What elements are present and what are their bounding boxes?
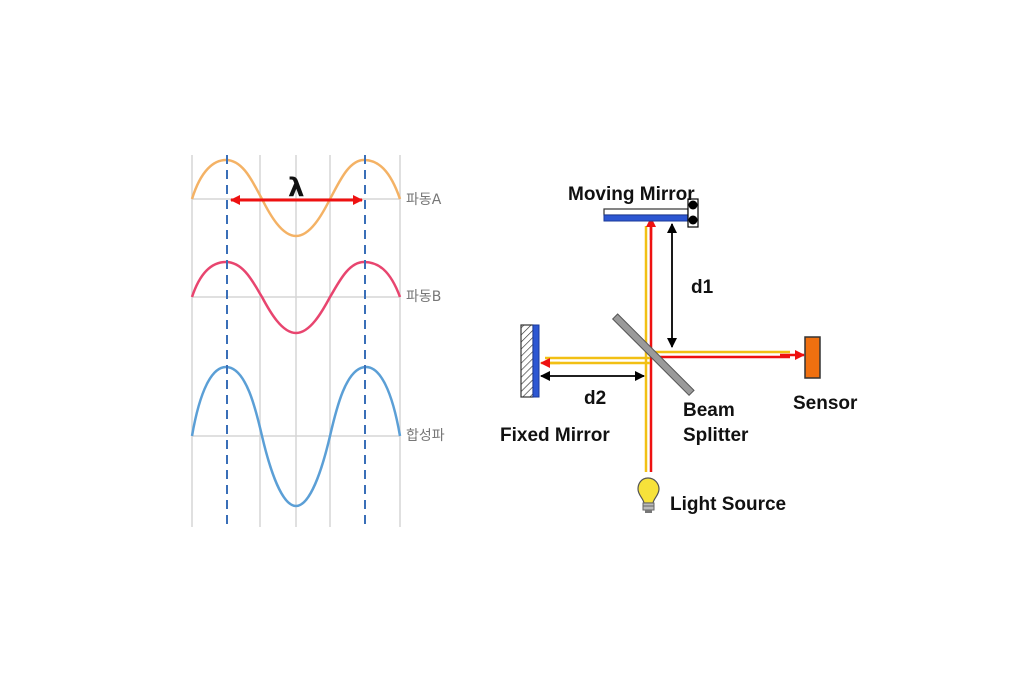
d2-label: d2	[584, 388, 606, 409]
fixed-mirror	[520, 324, 540, 398]
light-bulb-icon	[637, 477, 660, 513]
wave-diagram: λ 파동A 파동B 합성파	[190, 155, 445, 527]
moving-mirror-label: Moving Mirror	[568, 184, 695, 205]
fixed-mirror-label: Fixed Mirror	[500, 425, 610, 446]
d1-label: d1	[691, 277, 714, 298]
sum-wave-label: 합성파	[406, 428, 445, 444]
wave-b-label: 파동B	[406, 289, 441, 305]
horizontal-beam-to-sensor	[650, 350, 805, 360]
interferometer-diagram: Moving Mirror d1 d2 Beam Splitter Fixed …	[500, 184, 858, 515]
sensor-label: Sensor	[793, 393, 858, 414]
lambda-symbol: λ	[288, 173, 304, 203]
horizontal-beam-to-fixed-mirror	[540, 356, 650, 368]
sensor	[804, 336, 821, 379]
beam-splitter-label-line1: Beam	[683, 400, 735, 421]
beam-splitter-label-line2: Splitter	[683, 425, 749, 446]
light-source-label: Light Source	[670, 494, 786, 515]
beam-splitter	[611, 313, 695, 397]
vertical-grid-lines	[191, 155, 401, 527]
wave-a-label: 파동A	[406, 192, 442, 208]
moving-mirror	[603, 198, 699, 228]
